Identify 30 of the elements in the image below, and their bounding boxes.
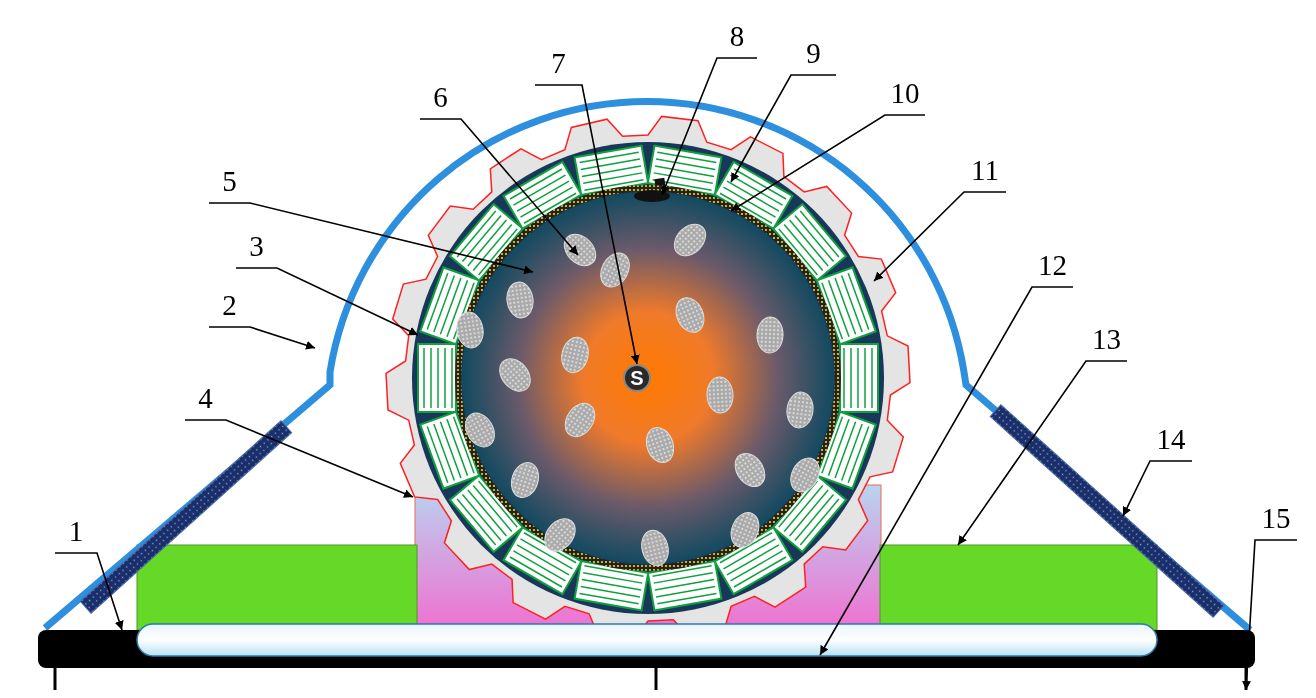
- callout-number: 14: [1150, 425, 1192, 461]
- callout-number: 7: [535, 49, 582, 85]
- callout-number: 9: [791, 39, 836, 75]
- leader-line: [419, 118, 579, 256]
- leader-line: [819, 286, 1074, 656]
- leader-line: [534, 84, 640, 365]
- leader-line: [873, 191, 1007, 282]
- callout-number: 10: [885, 79, 925, 115]
- callout-number: 12: [1032, 251, 1073, 287]
- leader-line: [1122, 460, 1193, 517]
- leader-line: [661, 57, 758, 196]
- callout-number: 2: [209, 291, 250, 327]
- callout-number: 13: [1086, 325, 1127, 361]
- callout-number: 4: [185, 384, 226, 420]
- callout-number: 15: [1255, 504, 1297, 540]
- leader-line: [208, 202, 534, 275]
- callout-number: 11: [964, 156, 1006, 192]
- leader-line: [54, 552, 124, 631]
- leader-line: [1242, 539, 1298, 691]
- leader-line: [957, 360, 1128, 546]
- callout-number: 1: [55, 517, 97, 553]
- callout-number: 3: [236, 232, 277, 268]
- leader-line: [208, 326, 316, 350]
- leader-line: [184, 419, 414, 498]
- leader-line: [235, 267, 419, 336]
- callout-number: 6: [420, 83, 461, 119]
- leader-line: [730, 114, 926, 212]
- callout-number: 5: [209, 167, 250, 203]
- callout-number: 8: [717, 22, 757, 58]
- leader-line: [730, 74, 837, 183]
